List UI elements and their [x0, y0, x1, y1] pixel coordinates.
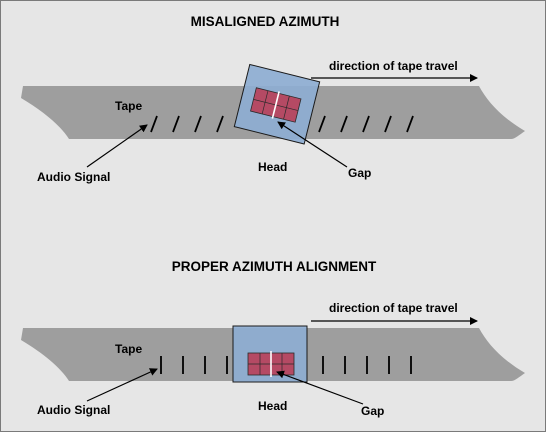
signal-mark — [340, 115, 348, 133]
signal-mark — [384, 115, 392, 133]
top-tape-label: Tape — [115, 99, 142, 113]
top-audio-signal-arrow — [86, 124, 148, 168]
signal-mark — [406, 115, 414, 133]
top-gap-line — [271, 91, 280, 119]
signal-mark — [150, 115, 158, 133]
top-direction-label: direction of tape travel — [329, 59, 458, 73]
top-signal-marks — [150, 115, 414, 133]
signal-mark — [362, 115, 370, 133]
top-title: MISALIGNED AZIMUTH — [191, 14, 340, 29]
bottom-gap-arrow — [276, 370, 364, 405]
bottom-direction-label: direction of tape travel — [329, 301, 458, 315]
bottom-tape-label: Tape — [115, 342, 142, 356]
top-gap-label: Gap — [348, 166, 371, 180]
top-head-gap-block — [250, 87, 302, 123]
bottom-head-label: Head — [258, 399, 287, 413]
signal-mark — [216, 115, 224, 133]
signal-mark — [318, 115, 326, 133]
top-gap-arrow — [277, 121, 348, 168]
signal-mark — [194, 115, 202, 133]
bottom-signal-marks — [160, 356, 412, 374]
top-head — [233, 63, 321, 145]
top-audio-signal-label: Audio Signal — [37, 170, 110, 184]
bottom-title: PROPER AZIMUTH ALIGNMENT — [172, 259, 377, 274]
bottom-audio-signal-arrow — [86, 368, 158, 402]
bottom-head — [232, 325, 308, 383]
bottom-gap-label: Gap — [361, 404, 384, 418]
signal-mark — [172, 115, 180, 133]
misaligned-azimuth-diagram: MISALIGNED AZIMUTH direction of tape tra… — [21, 14, 525, 184]
bottom-head-gap-block — [247, 351, 295, 377]
bottom-audio-signal-label: Audio Signal — [37, 403, 110, 417]
top-head-label: Head — [258, 160, 287, 174]
proper-azimuth-diagram: PROPER AZIMUTH ALIGNMENT direction of ta… — [21, 259, 525, 418]
